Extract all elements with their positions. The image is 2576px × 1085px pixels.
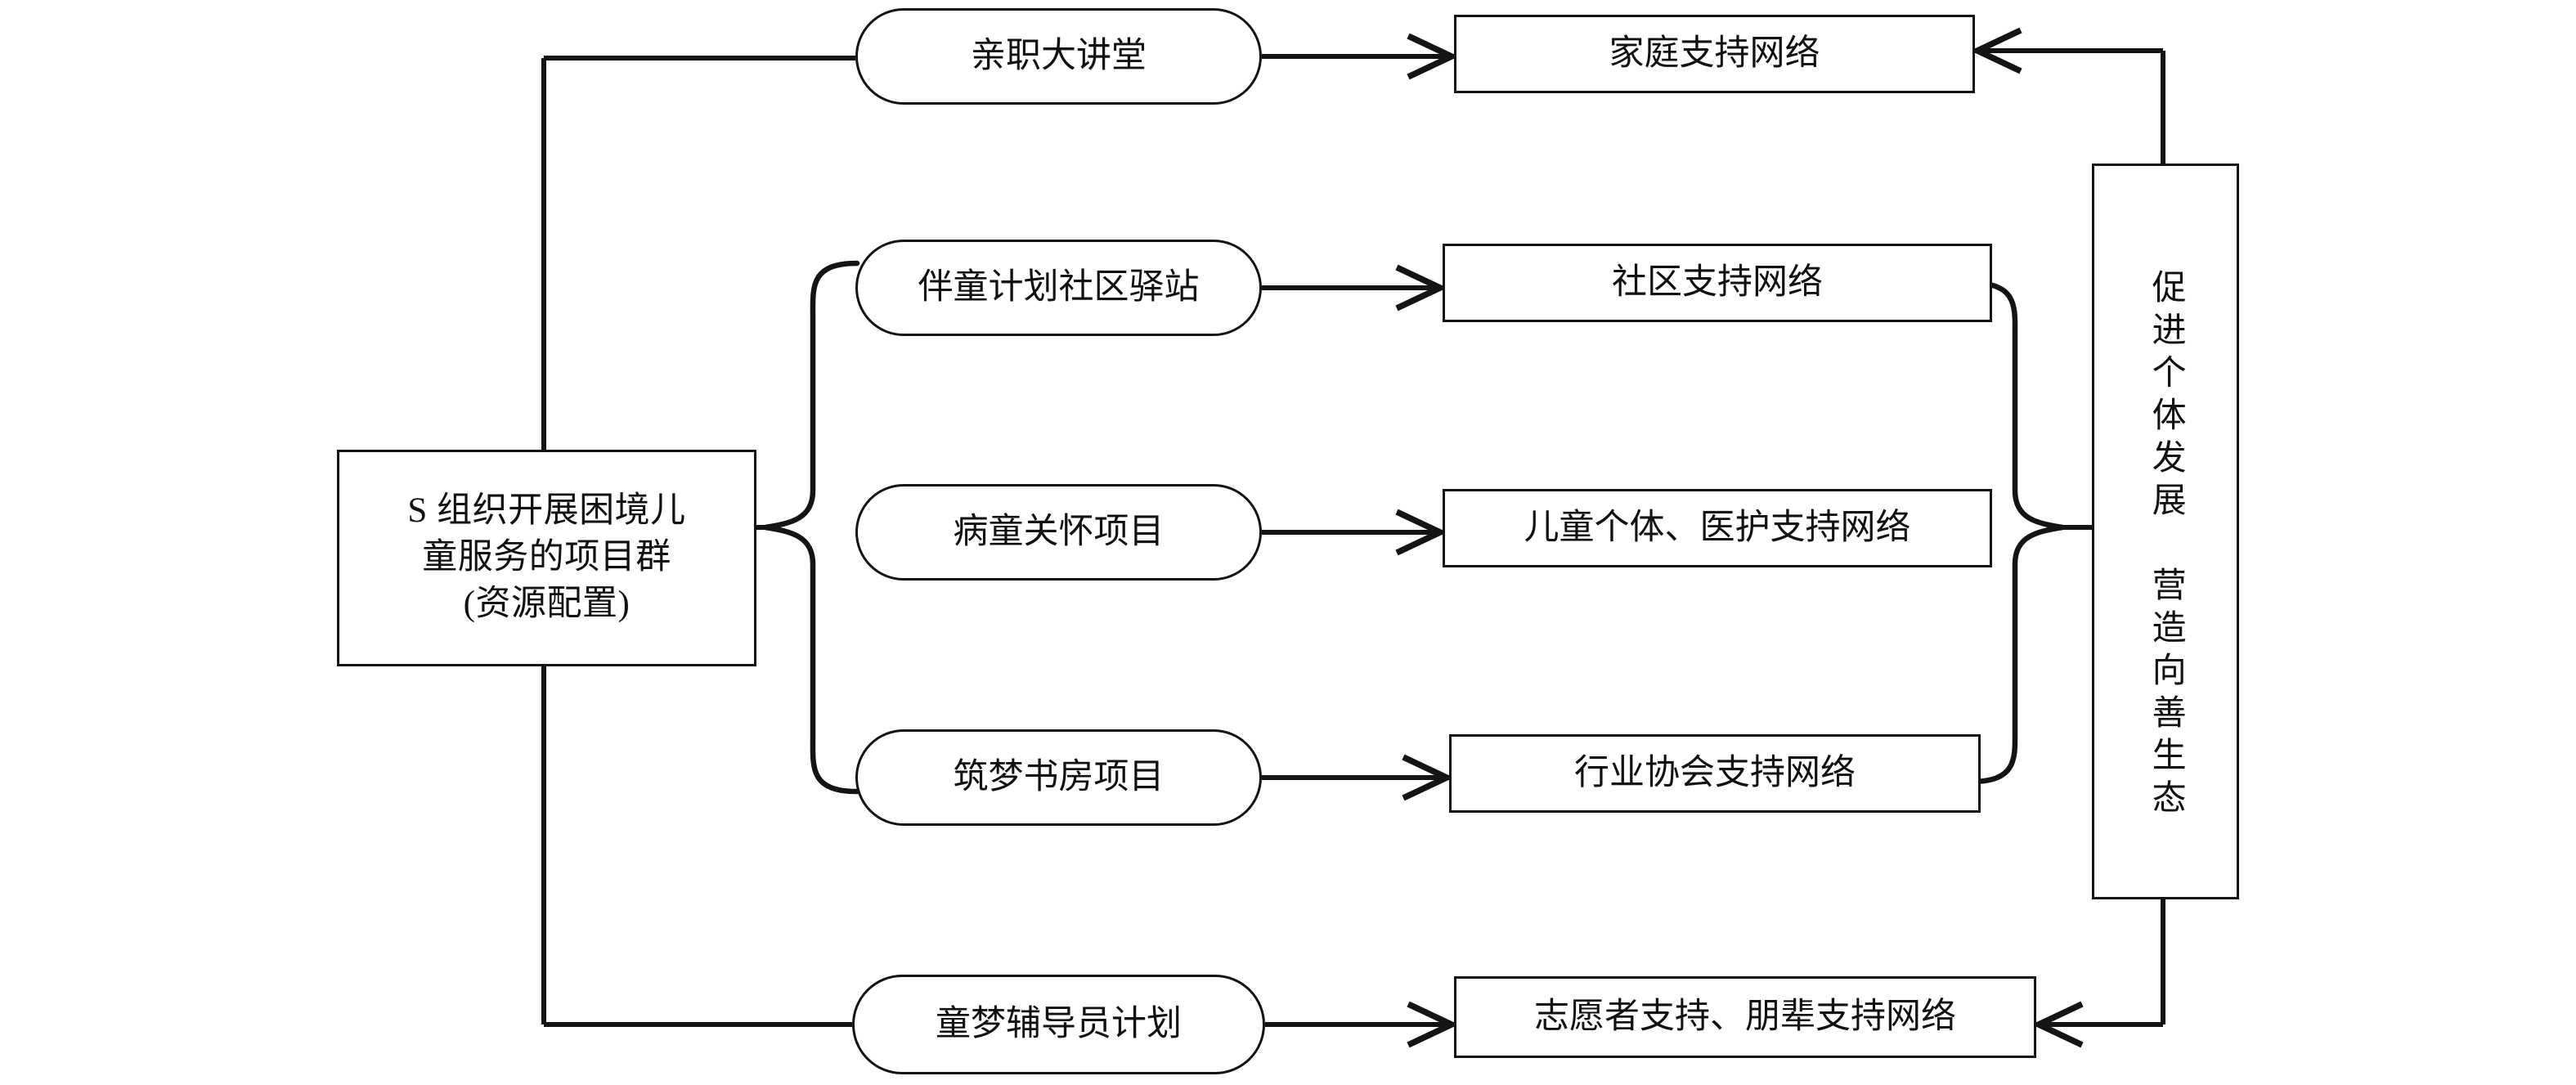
program-node-sick-child-care[interactable]: 病童关怀项目	[855, 484, 1262, 581]
network-node-label: 儿童个体、医护支持网络	[1524, 508, 1911, 547]
program-node-label: 病童关怀项目	[953, 512, 1165, 551]
program-node-community-station[interactable]: 伴童计划社区驿站	[855, 240, 1262, 336]
program-node-label: 亲职大讲堂	[971, 36, 1147, 75]
connector-outcome-to-volunteer	[2031, 899, 2165, 1048]
network-node-family-support[interactable]: 家庭支持网络	[1454, 15, 1975, 93]
source-node-project-cluster[interactable]: S 组织开展困境儿 童服务的项目群 (资源配置)	[337, 450, 756, 666]
connector-arrow-row-1	[1262, 33, 1459, 80]
network-node-volunteer-peer-support[interactable]: 志愿者支持、朋辈支持网络	[1454, 976, 2036, 1058]
network-node-label: 志愿者支持、朋辈支持网络	[1534, 997, 1956, 1036]
connector-arrow-row-4	[1262, 754, 1454, 801]
network-node-community-support[interactable]: 社区支持网络	[1443, 244, 1992, 322]
network-node-industry-association-support[interactable]: 行业协会支持网络	[1449, 734, 1981, 813]
network-node-child-medical-support[interactable]: 儿童个体、医护支持网络	[1443, 489, 1992, 567]
source-node-label: S 组织开展困境儿 童服务的项目群 (资源配置)	[407, 491, 686, 623]
network-node-label: 家庭支持网络	[1609, 34, 1820, 73]
network-node-label: 行业协会支持网络	[1574, 753, 1856, 792]
connector-right-brace	[1968, 280, 2092, 785]
program-node-parenting-lecture-hall[interactable]: 亲职大讲堂	[855, 8, 1262, 105]
outcome-node-individual-development[interactable]: 促进个体发展 营造向善生态	[2092, 164, 2239, 899]
program-node-label: 筑梦书房项目	[953, 757, 1165, 796]
connector-arrow-row-3	[1262, 509, 1447, 556]
program-node-dream-study-room[interactable]: 筑梦书房项目	[855, 729, 1262, 826]
network-node-label: 社区支持网络	[1612, 262, 1823, 302]
program-node-label: 伴童计划社区驿站	[918, 267, 1200, 307]
program-node-dream-mentor-plan[interactable]: 童梦辅导员计划	[852, 975, 1265, 1074]
connector-outcome-to-family	[1970, 27, 2165, 164]
connector-arrow-row-5	[1265, 1001, 1459, 1048]
program-node-label: 童梦辅导员计划	[936, 1004, 1182, 1043]
connector-left-brace	[746, 260, 860, 795]
connector-arrow-row-2	[1262, 264, 1447, 312]
outcome-node-label: 促进个体发展 营造向善生态	[2147, 269, 2185, 822]
